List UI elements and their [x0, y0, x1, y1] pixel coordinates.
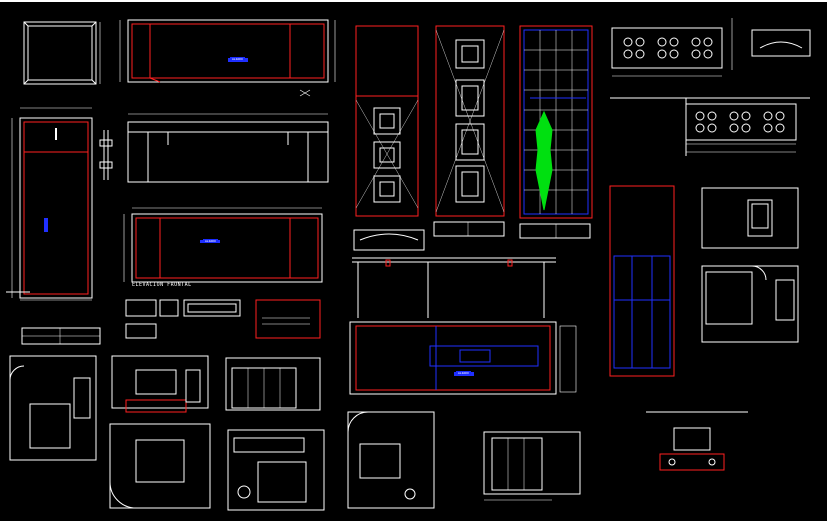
elevation-small-box: [23, 21, 101, 85]
cabinet-elevation-2: [435, 25, 505, 217]
floor-plan-4: [347, 411, 435, 509]
floor-plan-1: [9, 355, 97, 461]
counter-elevation: [352, 257, 556, 318]
top-border: [0, 0, 827, 2]
arch-header-detail: [751, 29, 811, 57]
table-elevation: [127, 113, 329, 183]
tall-elevation-right: [609, 185, 675, 377]
floor-plan-2: [109, 423, 211, 509]
wall-elevation-lower: [349, 321, 577, 395]
kitchen-lower-elevation: [610, 97, 810, 156]
wall-elevation-middle: [123, 207, 323, 283]
cabinet-elevation-1: [355, 25, 419, 217]
legend-tables-cabinets: [433, 221, 591, 239]
elevation-caption: ELEVACION FRONTAL: [132, 282, 192, 288]
bed-elevation-small: [646, 411, 748, 471]
blue-tag-c: ALZADO: [456, 371, 471, 375]
bathroom-elevation: [701, 187, 799, 249]
arch-detail: [353, 229, 425, 251]
blue-tag-b: ALZADO: [203, 239, 218, 243]
floor-plan-right: [701, 265, 799, 343]
wall-elevation-top: [119, 19, 336, 97]
side-section-detail: [99, 130, 113, 180]
floor-plan-3: [227, 429, 325, 511]
title-block-red: [255, 299, 321, 339]
blue-tag-a: ALZADO: [230, 57, 245, 61]
detail-blocks: [125, 299, 241, 339]
cabinet-elevation-grid: [519, 25, 593, 219]
legend-table-left: [21, 327, 101, 345]
wardrobe-elevation-2: [483, 431, 581, 501]
wardrobe-elevation: [225, 357, 321, 411]
bed-elevation-1: [111, 355, 209, 413]
tall-wall-elevation: [6, 107, 93, 301]
kitchen-upper-elevation: [611, 18, 733, 77]
